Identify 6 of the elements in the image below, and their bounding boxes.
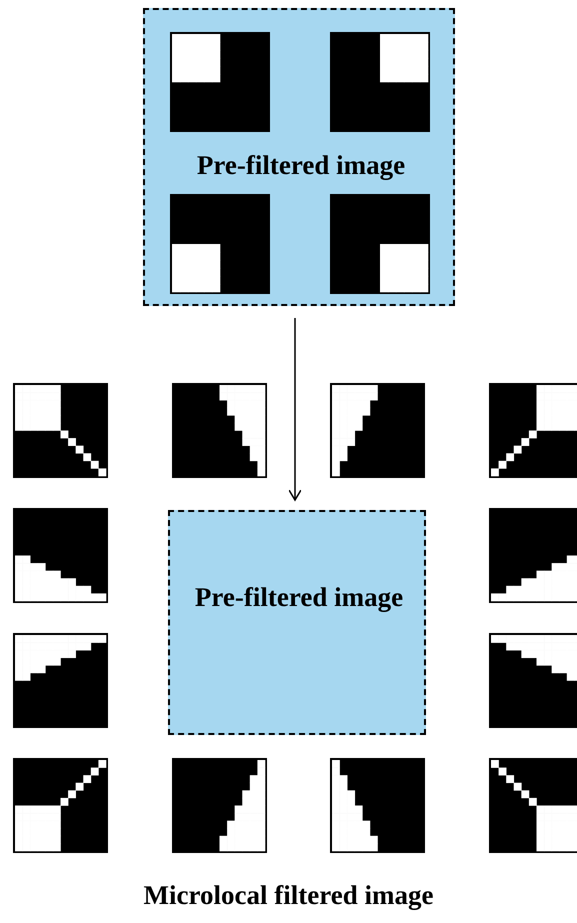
dashed-box — [168, 510, 426, 735]
box-label: Pre-filtered image — [196, 149, 406, 182]
dashed-box — [143, 8, 455, 306]
box-label: Pre-filtered image — [194, 581, 404, 614]
caption: Microlocal filtered image — [142, 879, 434, 912]
arrow — [288, 318, 302, 501]
